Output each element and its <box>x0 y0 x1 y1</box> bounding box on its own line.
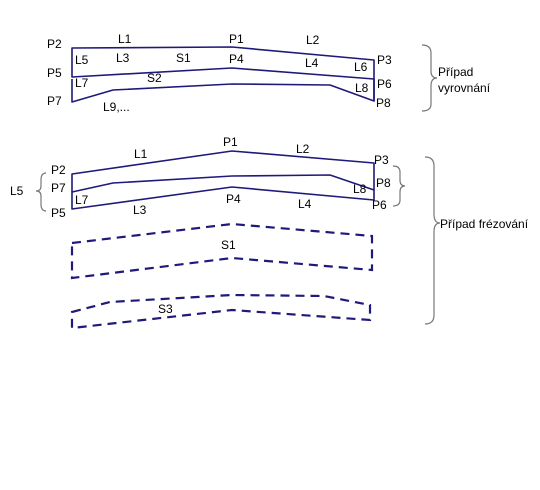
case2-caption: Případ frézování <box>440 217 529 231</box>
case2-outer-strip <box>71 150 375 210</box>
case2-brace-right <box>424 156 441 325</box>
case2-label-l2: L2 <box>296 142 310 156</box>
case2-label-p5: P5 <box>51 206 66 220</box>
case2-brace-left <box>35 172 47 212</box>
case1-label-l5: L5 <box>75 53 89 67</box>
case1-label-l3: L3 <box>116 51 130 65</box>
case2-label-l4: L4 <box>298 197 312 211</box>
case2-label-s3: S3 <box>158 302 173 316</box>
case1-label-p3: P3 <box>377 53 392 67</box>
case1-label-l8: L8 <box>355 81 369 95</box>
case2-label-l3: L3 <box>133 203 147 217</box>
case1-label-l7: L7 <box>75 76 89 90</box>
case1-label-p4: P4 <box>229 52 244 66</box>
case1-group: P2 L1 P1 L2 P3 L5 L3 S1 P4 L4 L6 P5 L7 S… <box>47 32 491 114</box>
case1-label-p1: P1 <box>229 32 244 46</box>
case1-caption-line2: vyrovnání <box>438 81 491 95</box>
case1-label-p2: P2 <box>47 37 62 51</box>
case2-s1-dashed-shape <box>70 222 374 280</box>
case2-label-s1: S1 <box>221 238 236 252</box>
case2-brace-p8 <box>392 165 406 207</box>
case2-label-p4: P4 <box>226 192 241 206</box>
case1-s2-outline <box>71 79 375 103</box>
case1-label-s2: S2 <box>147 71 162 85</box>
case2-label-p6: P6 <box>372 198 387 212</box>
case1-label-p7: P7 <box>47 94 62 108</box>
case1-label-p8: P8 <box>376 96 391 110</box>
case2-label-l5: L5 <box>10 184 24 198</box>
case2-label-p3: P3 <box>374 153 389 167</box>
case1-brace-right <box>421 44 438 112</box>
case2-group: P1 L1 L2 P3 P2 P7 P8 L8 L7 P4 P6 L4 L3 P… <box>10 135 529 330</box>
case2-label-p8: P8 <box>376 176 391 190</box>
case2-label-l1: L1 <box>134 147 148 161</box>
case1-label-l4: L4 <box>305 56 319 70</box>
case1-label-l2: L2 <box>306 33 320 47</box>
case2-label-l8: L8 <box>353 182 367 196</box>
case1-label-l9: L9,... <box>103 100 130 114</box>
case2-label-l7: L7 <box>75 193 89 207</box>
case1-caption-line1: Případ <box>438 65 473 79</box>
case1-label-s1: S1 <box>176 51 191 65</box>
case2-label-p7: P7 <box>51 181 66 195</box>
case1-label-p6: P6 <box>377 77 392 91</box>
case1-label-l6: L6 <box>354 60 368 74</box>
case2-l7-l8-line <box>71 174 375 193</box>
case2-label-p1: P1 <box>223 135 238 149</box>
case1-label-l1: L1 <box>118 32 132 46</box>
case2-s3-dashed-shape <box>70 293 372 330</box>
case1-label-p5: P5 <box>47 66 62 80</box>
case2-label-p2: P2 <box>51 163 66 177</box>
